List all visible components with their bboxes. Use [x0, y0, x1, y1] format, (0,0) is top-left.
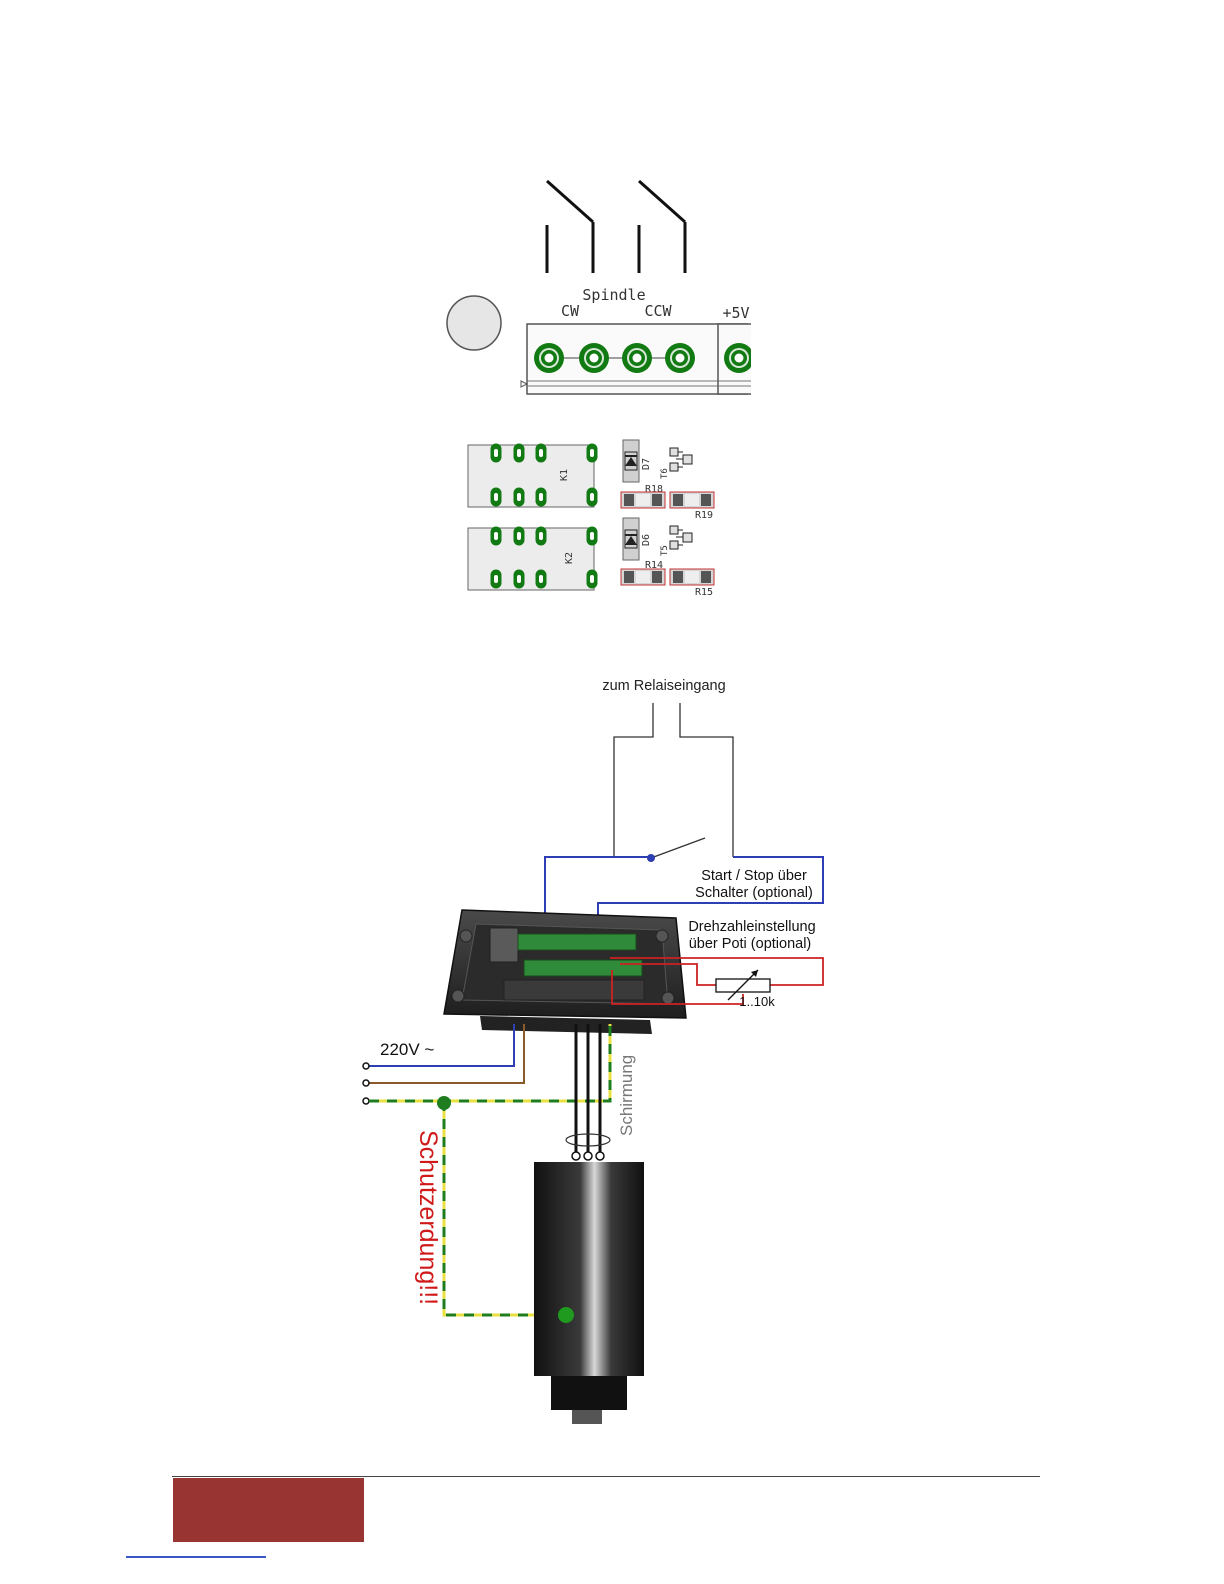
cw-label: CW	[561, 302, 580, 320]
resistor-r19	[670, 492, 714, 508]
motor-cable	[576, 1024, 600, 1156]
relay-k1: K1	[468, 444, 598, 508]
mains-label: 220V ~	[380, 1040, 434, 1059]
relay-k2-label: K2	[564, 552, 575, 564]
spindle-motor	[534, 1152, 644, 1424]
diode-d7: D7	[623, 440, 652, 482]
terminal-pad	[622, 343, 652, 373]
t6-label: T6	[660, 468, 670, 479]
t5-label: T5	[660, 545, 670, 556]
start-stop-label-2: Schalter (optional)	[695, 885, 813, 901]
footer-rule	[172, 1476, 1040, 1477]
d7-label: D7	[641, 458, 652, 470]
speed-controller-enclosure	[444, 910, 686, 1034]
earthing-label: Schutzerdung!!!	[414, 1130, 442, 1305]
relay-input-wires	[614, 703, 733, 858]
start-stop-label-1: Start / Stop über	[701, 868, 807, 884]
speed-label-2: über Poti (optional)	[689, 936, 812, 952]
relay-input-label: zum Relaiseingang	[602, 678, 725, 694]
r15-label: R15	[695, 587, 713, 598]
spindle-label: Spindle	[582, 286, 645, 304]
transistor-t5: T5	[660, 526, 692, 556]
mains-terminal	[363, 1098, 369, 1104]
shielding-label: Schirmung	[617, 1055, 636, 1136]
footer-link-underline[interactable]	[126, 1556, 266, 1558]
mains-terminal	[363, 1063, 369, 1069]
terminal-pad	[724, 343, 754, 373]
mains-terminal	[363, 1080, 369, 1086]
r19-label: R19	[695, 510, 713, 521]
mounting-hole	[447, 296, 501, 350]
spindle-terminal-block	[521, 324, 747, 394]
potentiometer-value: 1..10k	[739, 994, 775, 1009]
resistor-r14	[621, 569, 665, 585]
d6-label: D6	[641, 534, 652, 546]
earth-junction	[437, 1096, 451, 1110]
ccw-label: CCW	[644, 302, 672, 320]
resistor-r18	[621, 492, 665, 508]
plus5v-label: +5V	[722, 304, 749, 322]
switch-pivot	[647, 854, 655, 862]
motor-earth-point	[558, 1307, 574, 1323]
relay-k2: K2	[468, 527, 598, 591]
transistor-t6: T6	[660, 448, 692, 479]
resistor-r15	[670, 569, 714, 585]
footer-brand-box	[173, 1478, 364, 1542]
diode-d6: D6	[623, 518, 652, 560]
speed-label-1: Drehzahleinstellung	[688, 919, 815, 935]
terminal-pad	[579, 343, 609, 373]
relay-contact-symbols	[547, 181, 685, 273]
relay-k1-label: K1	[559, 469, 570, 481]
terminal-pad	[534, 343, 564, 373]
plus5v-terminal-block	[718, 318, 763, 398]
terminal-pad	[665, 343, 695, 373]
